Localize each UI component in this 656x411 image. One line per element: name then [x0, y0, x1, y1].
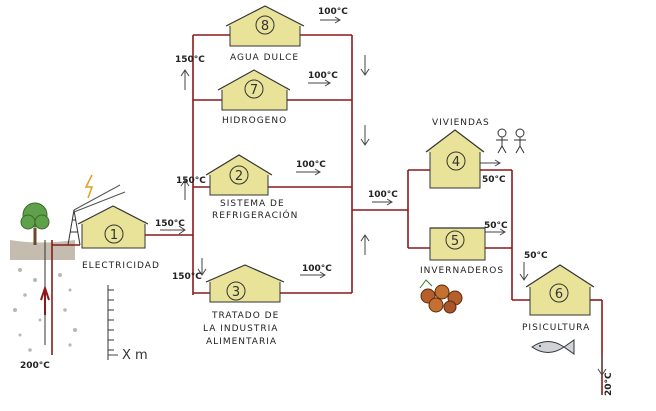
house-viviendas: 4 — [426, 130, 484, 188]
label-pisicultura: PISICULTURA — [522, 323, 590, 333]
label-industria-1: TRATADO DE — [211, 311, 279, 321]
node-number-4: 4 — [452, 155, 460, 170]
temp-return-100: 100°C — [368, 190, 398, 200]
label-refrigeracion-2: REFRIGERACIÓN — [212, 209, 298, 221]
node-number-1: 1 — [110, 228, 118, 243]
lightning-icon — [86, 175, 92, 198]
fish-icon — [532, 340, 574, 354]
people-icon — [496, 129, 526, 153]
house-pisicultura: 6 — [526, 265, 594, 315]
label-viviendas: VIVIENDAS — [432, 118, 490, 128]
node-number-6: 6 — [555, 287, 563, 302]
temp-industria-100: 100°C — [302, 264, 332, 274]
ground-section: X m 200°C — [10, 240, 148, 371]
fruit-basket-icon — [420, 280, 462, 313]
temp-invernaderos-50: 50°C — [484, 221, 508, 231]
ground-surface — [10, 240, 75, 260]
house-industria: 3 — [206, 265, 284, 302]
label-industria-2: LA INDUSTRIA — [203, 324, 278, 334]
house-hidrogeno: 7 — [218, 70, 290, 110]
label-electricidad: ELECTRICIDAD — [82, 261, 160, 271]
label-invernaderos: INVERNADEROS — [420, 266, 504, 276]
tree-icon — [21, 203, 49, 245]
label-agua-dulce: AGUA DULCE — [230, 53, 299, 63]
depth-label: X m — [122, 348, 148, 363]
depth-ticks — [108, 290, 114, 350]
node-number-8: 8 — [261, 19, 269, 34]
temp-top-150: 150°C — [175, 55, 205, 65]
node-number-5: 5 — [451, 234, 459, 249]
temp-low-150: 150°C — [172, 272, 202, 282]
house-agua-dulce: 8 — [226, 6, 304, 46]
node-number-7: 7 — [250, 83, 258, 98]
node-number-3: 3 — [232, 285, 240, 300]
temp-viviendas-50: 50°C — [482, 175, 506, 185]
label-hidrogeno: HIDROGENO — [222, 116, 287, 126]
temp-outlet-20: 20°C — [604, 372, 614, 396]
temp-main-150: 150°C — [155, 219, 185, 229]
temp-agua-100: 100°C — [318, 7, 348, 17]
house-electricidad: 1 — [78, 206, 148, 248]
temp-refrigeracion-100: 100°C — [296, 160, 326, 170]
temp-mid-150: 150°C — [176, 176, 206, 186]
label-refrigeracion-1: SISTEMA DE — [220, 199, 285, 209]
node-number-2: 2 — [235, 169, 243, 184]
temp-hidrogeno-100: 100°C — [308, 71, 338, 81]
temp-well: 200°C — [20, 361, 50, 371]
label-industria-3: ALIMENTARIA — [206, 337, 277, 347]
temp-pisicultura-50: 50°C — [524, 251, 548, 261]
house-refrigeracion: 2 — [206, 155, 272, 195]
pipe-network — [52, 35, 602, 395]
house-invernaderos: 5 — [430, 228, 485, 260]
